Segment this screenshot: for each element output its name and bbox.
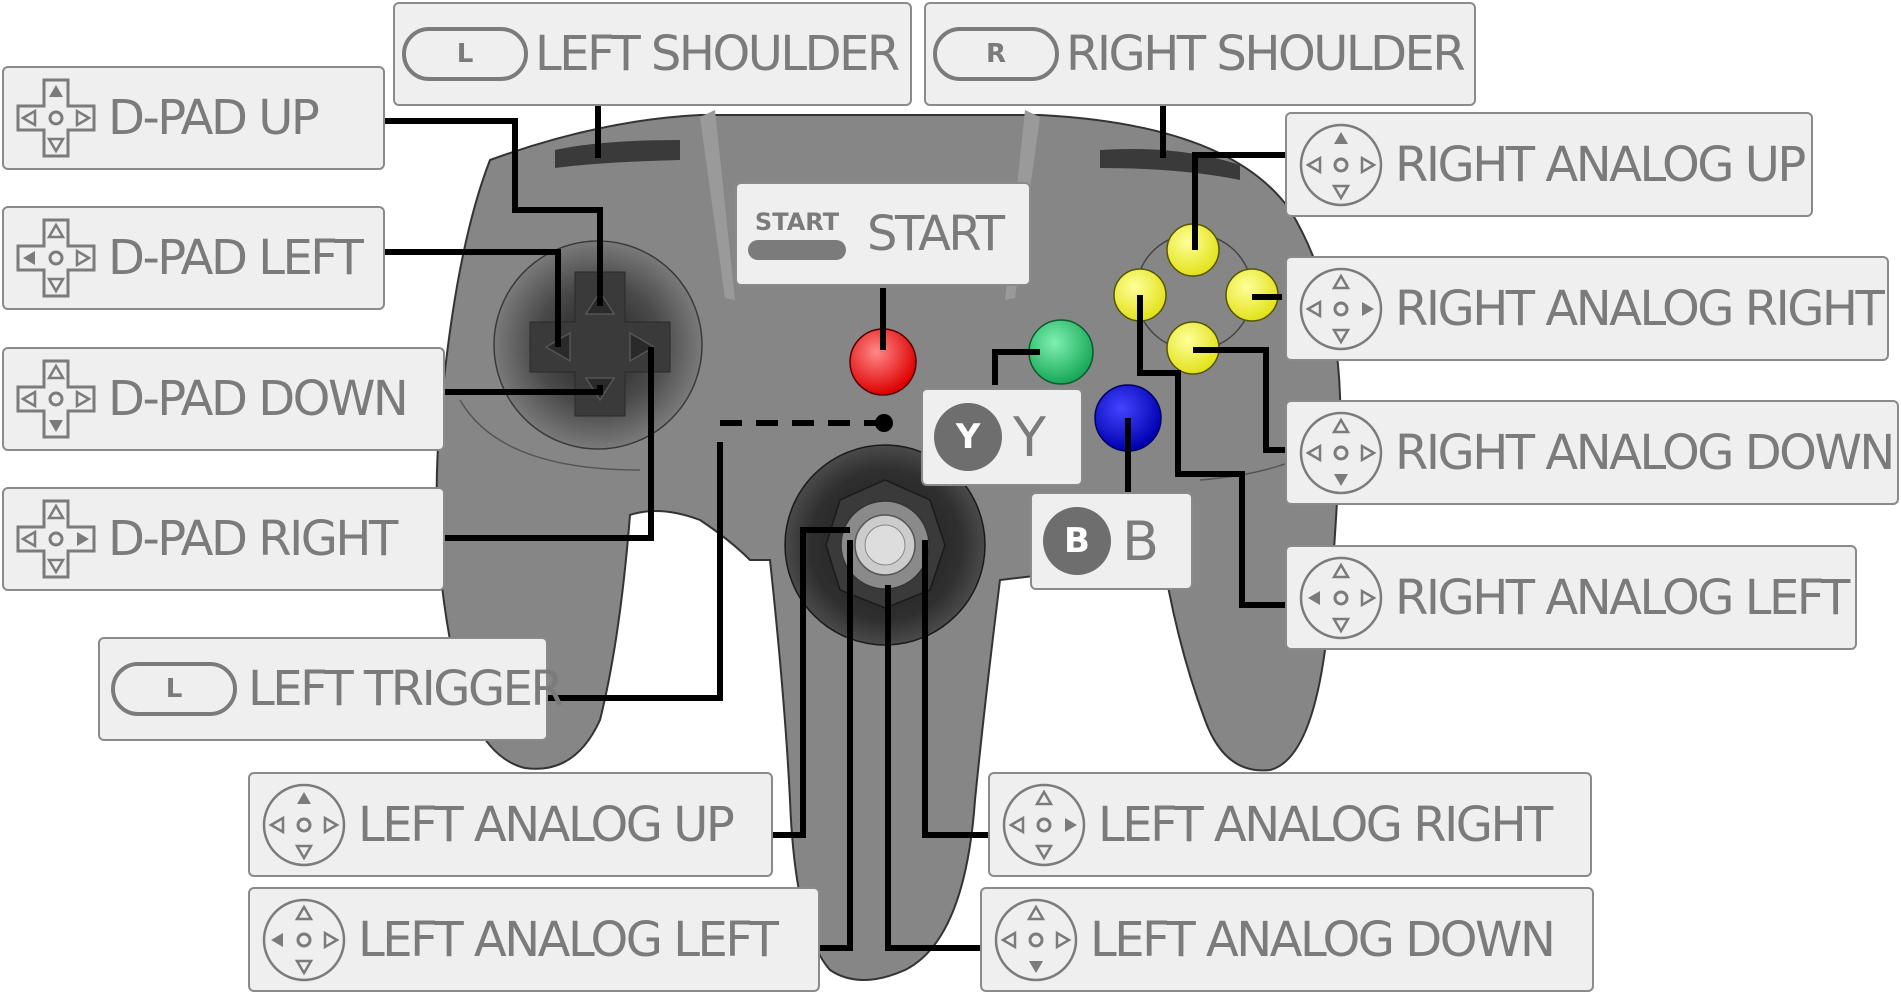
- left-analog-right-label-text: LEFT ANALOG RIGHT: [1098, 796, 1553, 853]
- analog-icon: [1299, 267, 1383, 350]
- label-right-analog-right: RIGHT ANALOG RIGHT: [1285, 256, 1889, 361]
- label-left-analog-left: LEFT ANALOG LEFT: [248, 887, 820, 992]
- y-badge-icon: Y: [934, 403, 1002, 471]
- label-right-analog-left: RIGHT ANALOG LEFT: [1285, 545, 1857, 650]
- left-analog-left-label-text: LEFT ANALOG LEFT: [358, 911, 779, 968]
- connector-left-analog-left: [820, 540, 853, 951]
- right-analog-left-label-text: RIGHT ANALOG LEFT: [1395, 569, 1850, 626]
- left-shoulder-label-text: LEFT SHOULDER: [535, 26, 900, 82]
- label-right-shoulder: R RIGHT SHOULDER: [924, 2, 1476, 106]
- label-dpad-up: D-PAD UP: [2, 66, 385, 170]
- dpad-right-label-text: D-PAD RIGHT: [108, 511, 398, 567]
- b-label-text: B: [1122, 509, 1159, 573]
- label-b: B B: [1030, 492, 1193, 590]
- right-analog-right-label-text: RIGHT ANALOG RIGHT: [1395, 280, 1885, 337]
- connector-right-analog-left: [1137, 295, 1285, 608]
- right-shoulder-label-text: RIGHT SHOULDER: [1066, 26, 1466, 82]
- left-shoulder-pill-text: L: [402, 27, 528, 81]
- connector-left-analog-down: [885, 585, 980, 951]
- shoulder-ridge-left: [700, 110, 735, 300]
- label-left-analog-down: LEFT ANALOG DOWN: [980, 887, 1594, 992]
- connector-y: [992, 349, 1040, 385]
- right-analog-down-label-text: RIGHT ANALOG DOWN: [1395, 424, 1895, 481]
- analog-icon: [1299, 556, 1383, 639]
- left-analog-down-label-text: LEFT ANALOG DOWN: [1090, 911, 1556, 968]
- label-dpad-down: D-PAD DOWN: [2, 347, 445, 451]
- dpad-icon: [16, 499, 96, 579]
- right-analog-up-label-text: RIGHT ANALOG UP: [1395, 136, 1806, 193]
- label-left-trigger: L LEFT TRIGGER: [98, 637, 564, 741]
- label-start: START START: [735, 182, 1031, 286]
- connector-dpad-down: [445, 385, 603, 395]
- start-icon-text: START: [754, 208, 840, 236]
- shoulder-pill-icon: R: [926, 27, 1066, 81]
- y-label-text: Y: [1013, 405, 1046, 469]
- analog-icon: [1299, 123, 1383, 206]
- dpad-icon: [16, 78, 96, 158]
- connector-left-trigger: [548, 442, 723, 701]
- label-left-analog-up: LEFT ANALOG UP: [248, 772, 773, 877]
- analog-icon: [1299, 411, 1383, 494]
- label-y: Y Y: [921, 388, 1083, 486]
- label-left-shoulder: L LEFT SHOULDER: [393, 2, 912, 106]
- left-analog-up-label-text: LEFT ANALOG UP: [358, 796, 735, 853]
- connector-dpad-left: [385, 249, 561, 347]
- trigger-pill-icon: L: [100, 662, 248, 716]
- label-dpad-right: D-PAD RIGHT: [2, 487, 445, 591]
- connector-left-analog-up: [773, 527, 850, 838]
- left-trigger-point: [875, 414, 893, 432]
- grip-seam-left: [459, 399, 641, 471]
- shoulder-bump-left: [555, 140, 680, 168]
- label-dpad-left: D-PAD LEFT: [2, 206, 385, 310]
- shoulder-pill-icon: L: [395, 27, 535, 81]
- left-trigger-pill-text: L: [111, 662, 237, 716]
- dpad-down-label-text: D-PAD DOWN: [108, 371, 409, 427]
- connector-right-analog-up: [1192, 152, 1285, 250]
- label-left-analog-right: LEFT ANALOG RIGHT: [988, 772, 1592, 877]
- connector-left-analog-right: [922, 540, 988, 838]
- dpad-up-label-text: D-PAD UP: [108, 90, 320, 146]
- analog-icon: [1002, 783, 1086, 866]
- left-trigger-label-text: LEFT TRIGGER: [248, 661, 564, 717]
- dpad-left-label-text: D-PAD LEFT: [108, 230, 364, 286]
- analog-icon: [994, 898, 1078, 981]
- connector-lines: [385, 105, 1285, 951]
- analog-icon: [262, 783, 346, 866]
- analog-icon: [262, 898, 346, 981]
- label-right-analog-up: RIGHT ANALOG UP: [1285, 112, 1813, 217]
- dpad-icon: [16, 218, 96, 298]
- connector-dpad-up: [385, 118, 603, 306]
- connector-dpad-right: [445, 347, 654, 541]
- start-icon: START: [748, 208, 846, 260]
- b-badge-icon: B: [1043, 507, 1111, 575]
- right-shoulder-pill-text: R: [933, 27, 1059, 81]
- connector-right-analog-down: [1193, 347, 1285, 453]
- dpad-right-arrow-icon: [629, 331, 656, 363]
- start-label-text: START: [867, 206, 1005, 262]
- analog-stick: [784, 444, 986, 646]
- dpad-icon: [16, 359, 96, 439]
- dpad-cross: [529, 271, 671, 417]
- label-right-analog-down: RIGHT ANALOG DOWN: [1285, 400, 1899, 505]
